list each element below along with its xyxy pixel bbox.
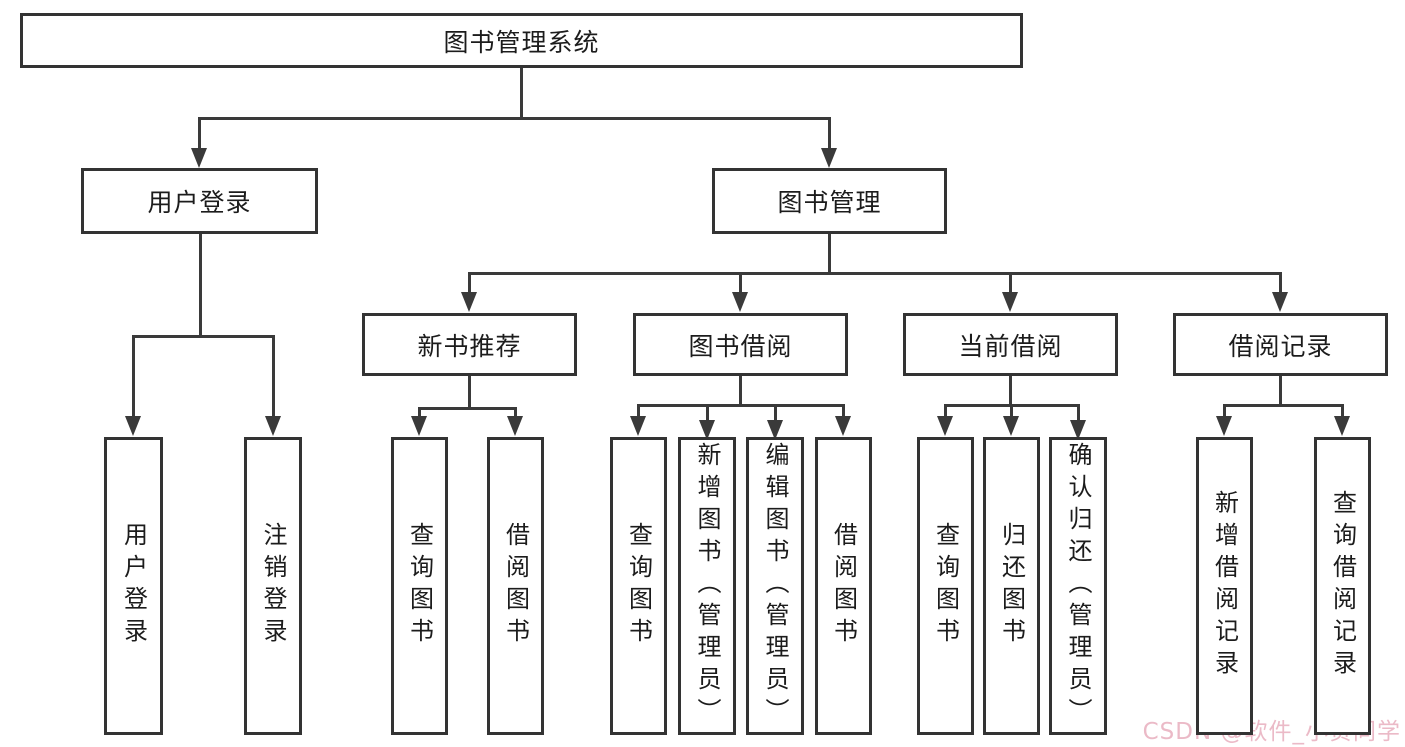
connector-line: [417, 407, 421, 420]
arrow-down-icon: [461, 292, 477, 312]
arrow-down-icon: [699, 420, 715, 440]
node-root-system: 图书管理系统: [20, 13, 1023, 68]
connector-line: [636, 404, 845, 407]
arrow-down-icon: [1216, 416, 1232, 436]
connector-line: [1076, 404, 1080, 424]
node-confirm-return-admin: 确认归还（管理员）: [1049, 437, 1107, 735]
connector-line: [467, 272, 1282, 275]
connector-line: [131, 335, 275, 338]
node-label: 新增图书（管理员）: [693, 442, 721, 730]
node-label: 新增借阅记录: [1210, 490, 1239, 682]
arrow-down-icon: [1334, 416, 1350, 436]
node-label: 借阅图书: [829, 522, 858, 650]
arrow-down-icon: [125, 416, 141, 436]
node-borrow-books-recommend: 借阅图书: [487, 437, 544, 735]
connector-line: [198, 234, 202, 338]
arrow-down-icon: [821, 148, 837, 168]
connector-line: [943, 404, 947, 420]
arrow-down-icon: [732, 292, 748, 312]
arrow-down-icon: [1070, 420, 1086, 440]
node-label: 图书管理系统: [443, 27, 600, 57]
node-return-books: 归还图书: [983, 437, 1040, 735]
arrow-down-icon: [265, 416, 281, 436]
arrow-down-icon: [835, 416, 851, 436]
node-label: 当前借阅: [958, 331, 1063, 361]
connector-line: [271, 335, 275, 420]
connector-line: [1278, 272, 1282, 296]
node-current-borrowing: 当前借阅: [903, 313, 1118, 376]
node-new-book-recommendation: 新书推荐: [362, 313, 577, 376]
arrow-down-icon: [630, 416, 646, 436]
node-label: 新书推荐: [417, 331, 522, 361]
connector-line: [1009, 404, 1013, 420]
node-query-borrow-record: 查询借阅记录: [1314, 437, 1371, 735]
arrow-down-icon: [507, 416, 523, 436]
connector-line: [131, 335, 135, 420]
node-label: 确认归还（管理员）: [1064, 442, 1092, 730]
connector-line: [1008, 376, 1012, 407]
connector-line: [467, 272, 471, 296]
connector-line: [738, 272, 742, 296]
connector-line: [1340, 404, 1344, 420]
node-label: 查询图书: [931, 522, 960, 650]
connector-line: [827, 234, 831, 275]
node-query-books-current: 查询图书: [917, 437, 974, 735]
node-label: 借阅记录: [1228, 331, 1333, 361]
node-label: 用户登录: [147, 188, 252, 217]
node-label: 图书管理: [777, 188, 882, 217]
node-borrow-books: 借阅图书: [815, 437, 872, 735]
connector-line: [705, 404, 709, 424]
node-label: 查询图书: [405, 522, 434, 650]
arrow-down-icon: [1002, 292, 1018, 312]
arrow-down-icon: [1272, 292, 1288, 312]
node-query-books-recommend: 查询图书: [391, 437, 448, 735]
node-add-borrow-record: 新增借阅记录: [1196, 437, 1253, 735]
connector-line: [417, 407, 517, 410]
node-label: 归还图书: [997, 522, 1026, 650]
node-user-login: 用户登录: [104, 437, 163, 735]
connector-line: [467, 376, 471, 410]
connector-line: [519, 68, 523, 120]
node-query-books-borrow: 查询图书: [610, 437, 667, 735]
node-label: 注销登录: [259, 522, 287, 650]
node-label: 查询借阅记录: [1328, 490, 1357, 682]
arrow-down-icon: [191, 148, 207, 168]
connector-line: [197, 117, 831, 120]
connector-line: [773, 404, 777, 424]
arrow-down-icon: [411, 416, 427, 436]
connector-line: [738, 376, 742, 407]
node-label: 查询图书: [624, 522, 653, 650]
connector-line: [1222, 404, 1344, 407]
node-book-management: 图书管理: [712, 168, 947, 234]
node-label: 编辑图书（管理员）: [761, 442, 789, 730]
node-label: 用户登录: [119, 522, 148, 650]
arrow-down-icon: [937, 416, 953, 436]
connector-line: [636, 404, 640, 420]
connector-line: [513, 407, 517, 420]
arrow-down-icon: [767, 420, 783, 440]
node-label: 图书借阅: [688, 331, 793, 361]
connector-line: [841, 404, 845, 420]
connector-line: [1222, 404, 1226, 420]
node-add-books-admin: 新增图书（管理员）: [678, 437, 736, 735]
connector-line: [827, 117, 831, 152]
node-label: 借阅图书: [501, 522, 530, 650]
connector-line: [1278, 376, 1282, 407]
node-logout-login: 注销登录: [244, 437, 302, 735]
node-book-borrowing: 图书借阅: [633, 313, 848, 376]
node-edit-books-admin: 编辑图书（管理员）: [746, 437, 804, 735]
connector-line: [197, 117, 201, 152]
node-borrowing-records: 借阅记录: [1173, 313, 1388, 376]
node-user-login-module: 用户登录: [81, 168, 318, 234]
connector-line: [1008, 272, 1012, 296]
arrow-down-icon: [1003, 416, 1019, 436]
